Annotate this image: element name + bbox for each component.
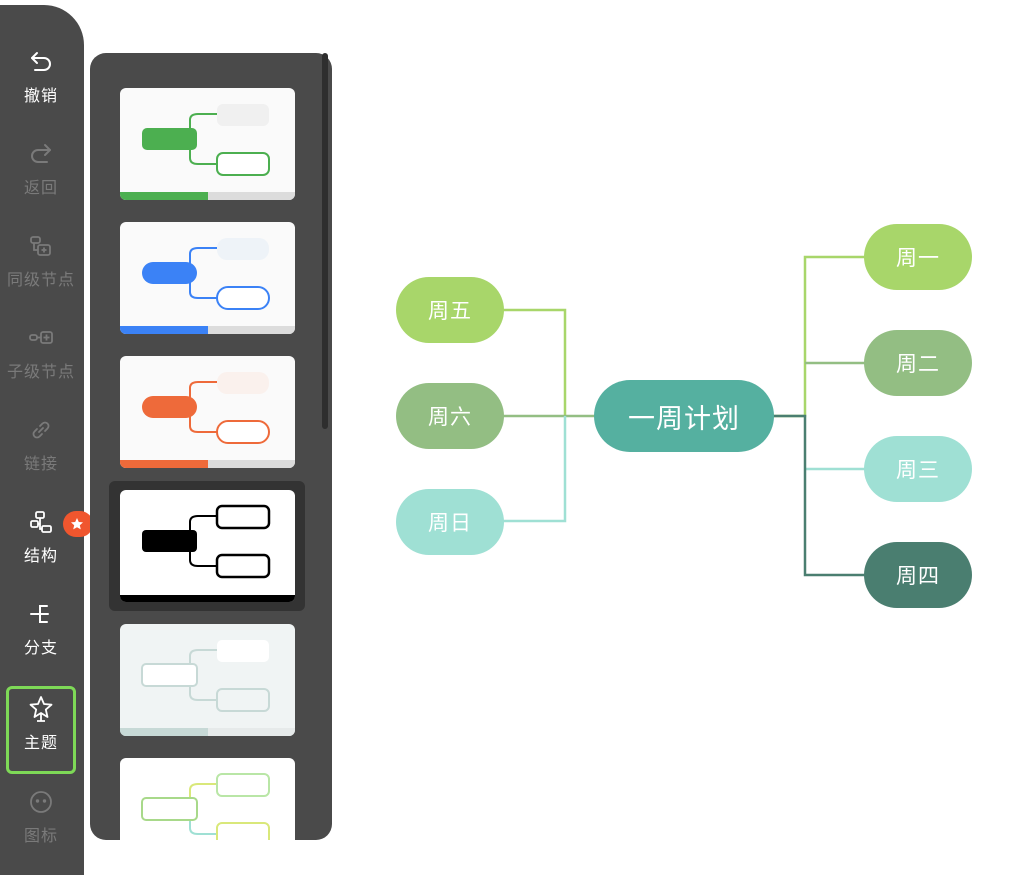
sibling-node-label: 同级节点 (6, 270, 75, 289)
node-wednesday[interactable]: 周三 (864, 436, 972, 502)
link-button[interactable]: 链接 (6, 410, 76, 494)
branch-button[interactable]: 分支 (6, 594, 76, 678)
theme-panel (90, 53, 332, 840)
theme-icon (29, 696, 53, 722)
structure-button[interactable]: 结构 (6, 502, 76, 586)
branch-label: 分支 (23, 638, 58, 657)
node-monday[interactable]: 周一 (864, 224, 972, 290)
node-saturday[interactable]: 周六 (396, 383, 504, 449)
emoji-icon (30, 791, 52, 813)
link-icon (32, 421, 50, 439)
redo-button[interactable]: 返回 (6, 134, 76, 218)
theme-card-pale[interactable] (120, 624, 295, 736)
node-thursday[interactable]: 周四 (864, 542, 972, 608)
theme-card-black[interactable] (120, 490, 295, 602)
theme-label: 主题 (23, 733, 58, 752)
node-friday[interactable]: 周五 (396, 277, 504, 343)
redo-label: 返回 (23, 178, 58, 197)
theme-panel-scrollbar[interactable] (322, 53, 328, 429)
undo-label: 撤销 (23, 86, 58, 105)
undo-button[interactable]: 撤销 (6, 42, 76, 126)
node-tuesday[interactable]: 周二 (864, 330, 972, 396)
theme-card-green[interactable] (120, 88, 295, 200)
node-sunday[interactable]: 周日 (396, 489, 504, 555)
theme-card-pastel-green[interactable] (120, 758, 295, 840)
star-icon (71, 518, 83, 530)
link-label: 链接 (23, 454, 58, 473)
root-node[interactable]: 一周计划 (594, 380, 774, 452)
child-node-button[interactable]: 子级节点 (6, 318, 76, 402)
theme-card-orange[interactable] (120, 356, 295, 468)
redo-icon (31, 144, 51, 163)
new-badge (63, 511, 93, 537)
icon-label: 图标 (23, 826, 58, 845)
child-node-icon (29, 331, 53, 344)
child-node-label: 子级节点 (6, 362, 75, 381)
theme-card-blue[interactable] (120, 222, 295, 334)
structure-icon (30, 511, 52, 533)
sibling-node-button[interactable]: 同级节点 (6, 226, 76, 310)
theme-button[interactable]: 主题 (6, 686, 76, 774)
sibling-node-icon (30, 236, 51, 256)
icon-button[interactable]: 图标 (6, 782, 76, 866)
branch-icon (30, 605, 49, 623)
structure-label: 结构 (23, 546, 58, 565)
undo-icon (31, 52, 51, 71)
